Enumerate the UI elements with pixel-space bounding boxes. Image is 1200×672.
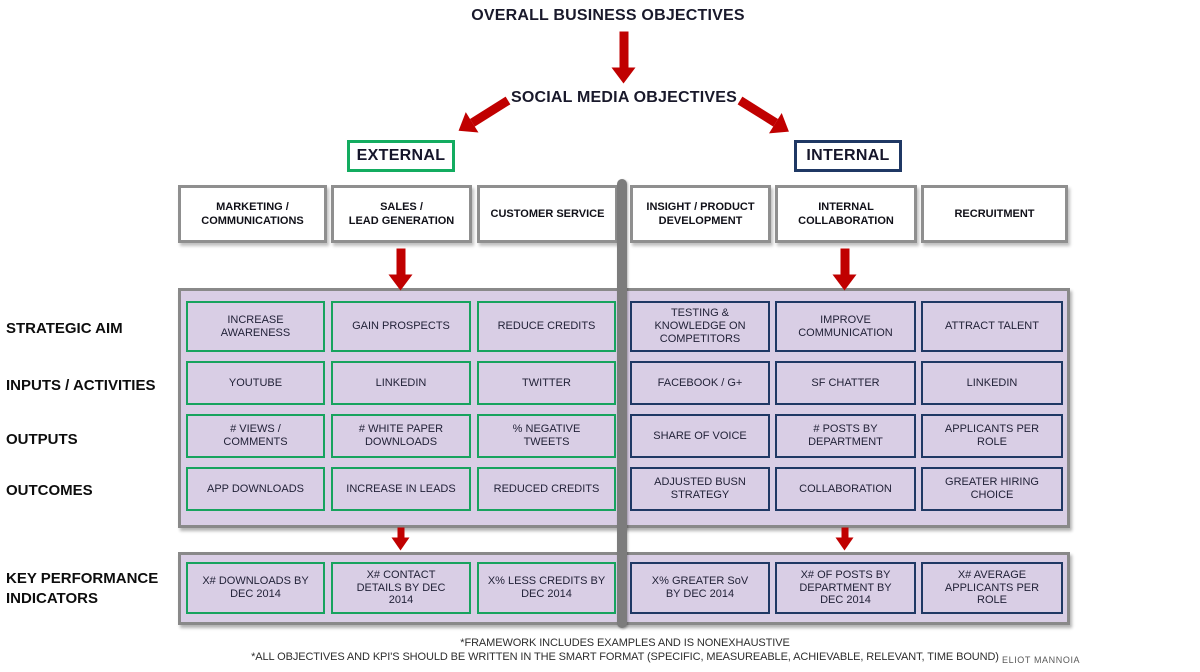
matrix-cell: ADJUSTED BUSN STRATEGY	[630, 467, 770, 511]
row-label-outputs: OUTPUTS	[6, 431, 78, 448]
matrix-cell: SHARE OF VOICE	[630, 414, 770, 458]
row-label-key-performance-indicators: KEY PERFORMANCE INDICATORS	[6, 570, 159, 608]
column-header-sales-lead-generation: SALES / LEAD GENERATION	[331, 185, 472, 243]
kpi-cell: X% LESS CREDITS BY DEC 2014	[477, 562, 616, 614]
column-header-marketing-communications: MARKETING / COMMUNICATIONS	[178, 185, 327, 243]
matrix-cell: INCREASE IN LEADS	[331, 467, 471, 511]
matrix-cell: REDUCED CREDITS	[477, 467, 616, 511]
row-label-outcomes: OUTCOMES	[6, 482, 93, 499]
matrix-cell: FACEBOOK / G+	[630, 361, 770, 405]
column-header-internal-collaboration: INTERNAL COLLABORATION	[775, 185, 917, 243]
matrix-cell: # POSTS BY DEPARTMENT	[775, 414, 916, 458]
kpi-cell: X# OF POSTS BY DEPARTMENT BY DEC 2014	[775, 562, 916, 614]
external-internal-divider-bar	[617, 179, 627, 628]
column-header-insight-product-development: INSIGHT / PRODUCT DEVELOPMENT	[630, 185, 771, 243]
footnote-2: *ALL OBJECTIVES AND KPI'S SHOULD BE WRIT…	[251, 651, 999, 664]
matrix-cell: INCREASE AWARENESS	[186, 301, 325, 352]
column-header-customer-service: CUSTOMER SERVICE	[477, 185, 618, 243]
arrow-outcomes-to-kpi-internal-icon	[841, 527, 849, 538]
kpi-cell: X# DOWNLOADS BY DEC 2014	[186, 562, 325, 614]
title-overall-business-objectives: OVERALL BUSINESS OBJECTIVES	[471, 7, 745, 24]
kpi-cell: X# AVERAGE APPLICANTS PER ROLE	[921, 562, 1063, 614]
title-social-media-objectives: SOCIAL MEDIA OBJECTIVES	[511, 89, 737, 106]
arrow-collaboration-to-grid-icon	[840, 248, 850, 275]
matrix-cell: SF CHATTER	[775, 361, 916, 405]
row-label-strategic-aim: STRATEGIC AIM	[6, 320, 123, 337]
matrix-cell: YOUTUBE	[186, 361, 325, 405]
matrix-cell: GREATER HIRING CHOICE	[921, 467, 1063, 511]
arrow-sales-to-grid-icon	[396, 248, 406, 275]
external-branch-box: EXTERNAL	[347, 140, 455, 172]
matrix-cell: # WHITE PAPER DOWNLOADS	[331, 414, 471, 458]
matrix-cell: APPLICANTS PER ROLE	[921, 414, 1063, 458]
arrow-outcomes-to-kpi-external-icon	[397, 527, 405, 538]
column-header-recruitment: RECRUITMENT	[921, 185, 1068, 243]
credit-text: ELIOT MANNOIA	[1002, 655, 1081, 665]
matrix-cell: # VIEWS / COMMENTS	[186, 414, 325, 458]
footnotes: *FRAMEWORK INCLUDES EXAMPLES AND IS NONE…	[50, 636, 1200, 665]
row-label-inputs-activities: INPUTS / ACTIVITIES	[6, 377, 156, 394]
matrix-cell: GAIN PROSPECTS	[331, 301, 471, 352]
matrix-cell: IMPROVE COMMUNICATION	[775, 301, 916, 352]
matrix-cell: TESTING & KNOWLEDGE ON COMPETITORS	[630, 301, 770, 352]
arrow-business-to-social-icon	[619, 31, 629, 68]
matrix-cell: ATTRACT TALENT	[921, 301, 1063, 352]
matrix-cell: TWITTER	[477, 361, 616, 405]
matrix-cell: % NEGATIVE TWEETS	[477, 414, 616, 458]
footnote-1: *FRAMEWORK INCLUDES EXAMPLES AND IS NONE…	[460, 637, 790, 649]
matrix-cell: APP DOWNLOADS	[186, 467, 325, 511]
matrix-cell: LINKEDIN	[921, 361, 1063, 405]
matrix-cell: LINKEDIN	[331, 361, 471, 405]
kpi-cell: X% GREATER SoV BY DEC 2014	[630, 562, 770, 614]
kpi-cell: X# CONTACT DETAILS BY DEC 2014	[331, 562, 471, 614]
internal-branch-box: INTERNAL	[794, 140, 902, 172]
matrix-cell: REDUCE CREDITS	[477, 301, 616, 352]
matrix-cell: COLLABORATION	[775, 467, 916, 511]
